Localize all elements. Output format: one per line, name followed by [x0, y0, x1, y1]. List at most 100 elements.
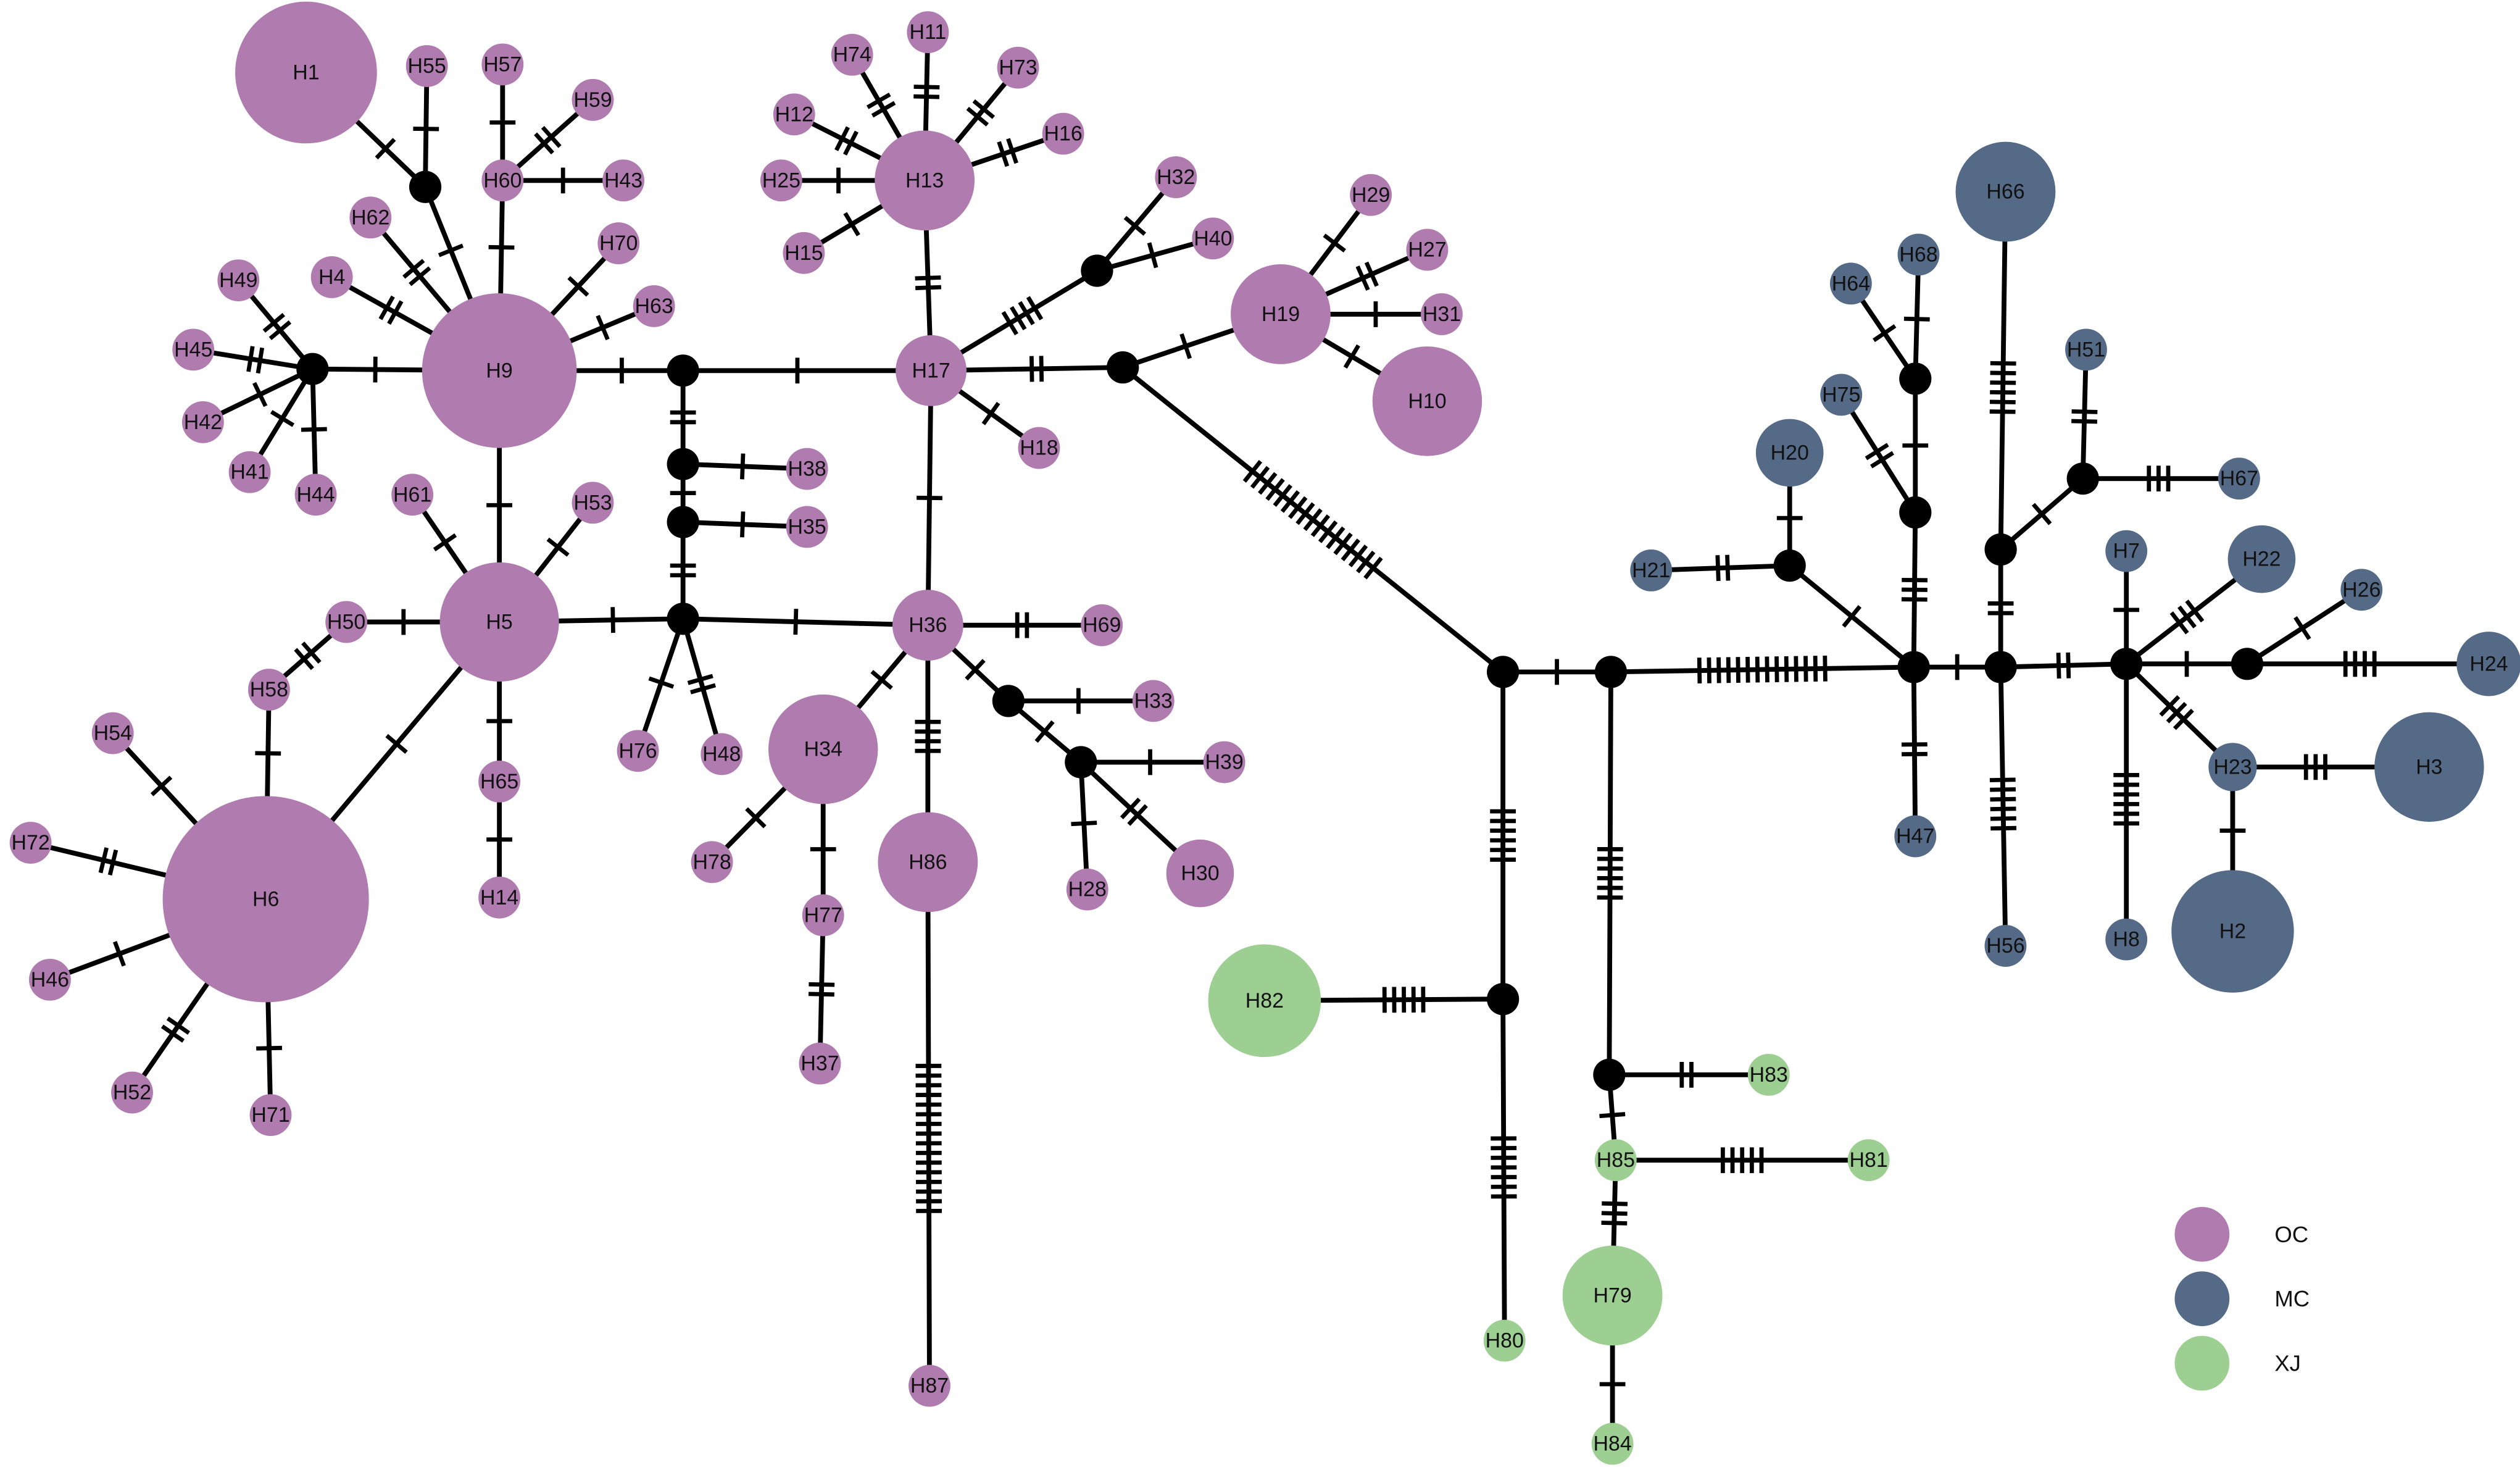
haplotype-node-H85[interactable]: H85: [1594, 1139, 1637, 1182]
mutation-tick: [1784, 656, 1789, 682]
mutation-tick: [1755, 656, 1760, 683]
haplotype-node-H86[interactable]: H86: [878, 812, 978, 912]
haplotype-node-H56[interactable]: H56: [1984, 925, 2027, 967]
haplotype-circle: [773, 93, 815, 136]
haplotype-node-H32[interactable]: H32: [1155, 156, 1197, 199]
haplotype-node-H16[interactable]: H16: [1042, 112, 1084, 155]
haplotype-node-H77[interactable]: H77: [802, 894, 844, 937]
haplotype-node-H61[interactable]: H61: [391, 474, 434, 516]
haplotype-node-H34[interactable]: H34: [768, 694, 878, 804]
haplotype-node-H82[interactable]: H82: [1208, 944, 1321, 1058]
haplotype-node-H33[interactable]: H33: [1132, 680, 1175, 722]
haplotype-node-H41[interactable]: H41: [228, 451, 271, 493]
haplotype-node-H78[interactable]: H78: [691, 841, 733, 883]
haplotype-circle: [235, 1, 377, 144]
haplotype-node-H75[interactable]: H75: [1820, 374, 1863, 416]
haplotype-node-H14[interactable]: H14: [478, 876, 521, 919]
haplotype-node-H42[interactable]: H42: [181, 401, 224, 443]
haplotype-node-H52[interactable]: H52: [111, 1071, 153, 1114]
haplotype-label: H75: [1822, 383, 1860, 406]
haplotype-node-H55[interactable]: H55: [405, 45, 448, 87]
haplotype-node-H8[interactable]: H8: [2105, 918, 2148, 961]
haplotype-node-H84[interactable]: H84: [1591, 1422, 1634, 1465]
haplotype-node-H39[interactable]: H39: [1203, 741, 1245, 783]
haplotype-node-H53[interactable]: H53: [572, 482, 614, 524]
haplotype-node-H70[interactable]: H70: [597, 222, 640, 265]
haplotype-node-H69[interactable]: H69: [1081, 604, 1123, 646]
haplotype-node-H27[interactable]: H27: [1406, 228, 1449, 271]
haplotype-node-H87[interactable]: H87: [909, 1364, 950, 1407]
haplotype-node-H48[interactable]: H48: [701, 733, 743, 775]
haplotype-node-H47[interactable]: H47: [1894, 815, 1937, 858]
haplotype-node-H20[interactable]: H20: [1755, 419, 1824, 487]
haplotype-node-H18[interactable]: H18: [1018, 427, 1060, 469]
haplotype-node-H79[interactable]: H79: [1562, 1245, 1663, 1346]
haplotype-node-H51[interactable]: H51: [2065, 328, 2107, 371]
haplotype-node-H35[interactable]: H35: [786, 506, 828, 548]
edge-m15-H47: [1901, 664, 1927, 839]
haplotype-node-H38[interactable]: H38: [786, 448, 828, 490]
haplotype-node-H46[interactable]: H46: [28, 958, 71, 1001]
haplotype-node-H12[interactable]: H12: [773, 93, 815, 136]
haplotype-node-H26[interactable]: H26: [2340, 569, 2383, 611]
haplotype-node-H24[interactable]: H24: [2456, 632, 2520, 696]
haplotype-node-H25[interactable]: H25: [760, 159, 802, 202]
haplotype-node-H68[interactable]: H68: [1897, 233, 1940, 276]
haplotype-node-H81[interactable]: H81: [1847, 1139, 1890, 1182]
haplotype-node-H50[interactable]: H50: [325, 601, 368, 643]
haplotype-node-H19[interactable]: H19: [1231, 264, 1331, 364]
haplotype-node-H65[interactable]: H65: [478, 760, 521, 803]
haplotype-node-H74[interactable]: H74: [831, 33, 873, 76]
haplotype-node-H23[interactable]: H23: [2208, 743, 2257, 791]
haplotype-node-H15[interactable]: H15: [783, 232, 825, 274]
haplotype-node-H6[interactable]: H6: [162, 796, 369, 1003]
haplotype-node-H13[interactable]: H13: [875, 130, 975, 231]
haplotype-node-H80[interactable]: H80: [1483, 1319, 1526, 1362]
haplotype-node-H63[interactable]: H63: [633, 285, 675, 327]
haplotype-node-H1[interactable]: H1: [235, 1, 377, 144]
haplotype-node-H37[interactable]: H37: [799, 1042, 841, 1085]
haplotype-node-H22[interactable]: H22: [2227, 525, 2296, 593]
haplotype-node-H9[interactable]: H9: [422, 293, 577, 448]
haplotype-node-H11[interactable]: H11: [907, 11, 949, 54]
haplotype-node-H57[interactable]: H57: [481, 43, 524, 86]
haplotype-node-H29[interactable]: H29: [1350, 173, 1392, 216]
haplotype-node-H54[interactable]: H54: [91, 712, 134, 754]
haplotype-node-H36[interactable]: H36: [892, 590, 963, 661]
mutation-tick: [965, 659, 986, 681]
haplotype-node-H64[interactable]: H64: [1829, 262, 1872, 305]
haplotype-node-H66[interactable]: H66: [1955, 141, 2056, 242]
haplotype-node-H59[interactable]: H59: [572, 78, 614, 121]
haplotype-node-H17[interactable]: H17: [896, 335, 967, 406]
haplotype-node-H2[interactable]: H2: [2171, 870, 2294, 993]
haplotype-node-H73[interactable]: H73: [997, 46, 1039, 89]
haplotype-node-H4[interactable]: H4: [310, 256, 353, 298]
haplotype-node-H43[interactable]: H43: [602, 159, 644, 202]
haplotype-node-H58[interactable]: H58: [247, 669, 290, 711]
haplotype-node-H45[interactable]: H45: [172, 328, 215, 371]
haplotype-circle: [9, 822, 52, 864]
haplotype-node-H10[interactable]: H10: [1372, 346, 1482, 456]
haplotype-node-H72[interactable]: H72: [9, 822, 52, 864]
haplotype-node-H30[interactable]: H30: [1166, 839, 1234, 908]
haplotype-node-H62[interactable]: H62: [349, 196, 392, 239]
haplotype-label: H51: [2067, 338, 2105, 361]
haplotype-node-H67[interactable]: H67: [2218, 457, 2260, 500]
haplotype-label: H59: [573, 88, 612, 112]
haplotype-node-H28[interactable]: H28: [1066, 868, 1108, 911]
haplotype-node-H7[interactable]: H7: [2105, 530, 2148, 572]
haplotype-node-H31[interactable]: H31: [1421, 293, 1463, 335]
haplotype-node-H76[interactable]: H76: [617, 730, 659, 772]
haplotype-node-H3[interactable]: H3: [2374, 712, 2484, 822]
haplotype-node-H60[interactable]: H60: [481, 159, 524, 202]
mutation-tick: [871, 101, 896, 118]
haplotype-node-H40[interactable]: H40: [1192, 217, 1234, 260]
haplotype-node-H44[interactable]: H44: [294, 474, 337, 516]
haplotype-node-H71[interactable]: H71: [249, 1094, 292, 1137]
haplotype-node-H5[interactable]: H5: [439, 562, 559, 682]
haplotype-node-H83[interactable]: H83: [1747, 1053, 1790, 1096]
haplotype-circle: [602, 159, 644, 202]
haplotype-node-H49[interactable]: H49: [217, 259, 260, 302]
edge-m22-m23: [2124, 651, 2250, 677]
haplotype-node-H21[interactable]: H21: [1630, 549, 1673, 591]
